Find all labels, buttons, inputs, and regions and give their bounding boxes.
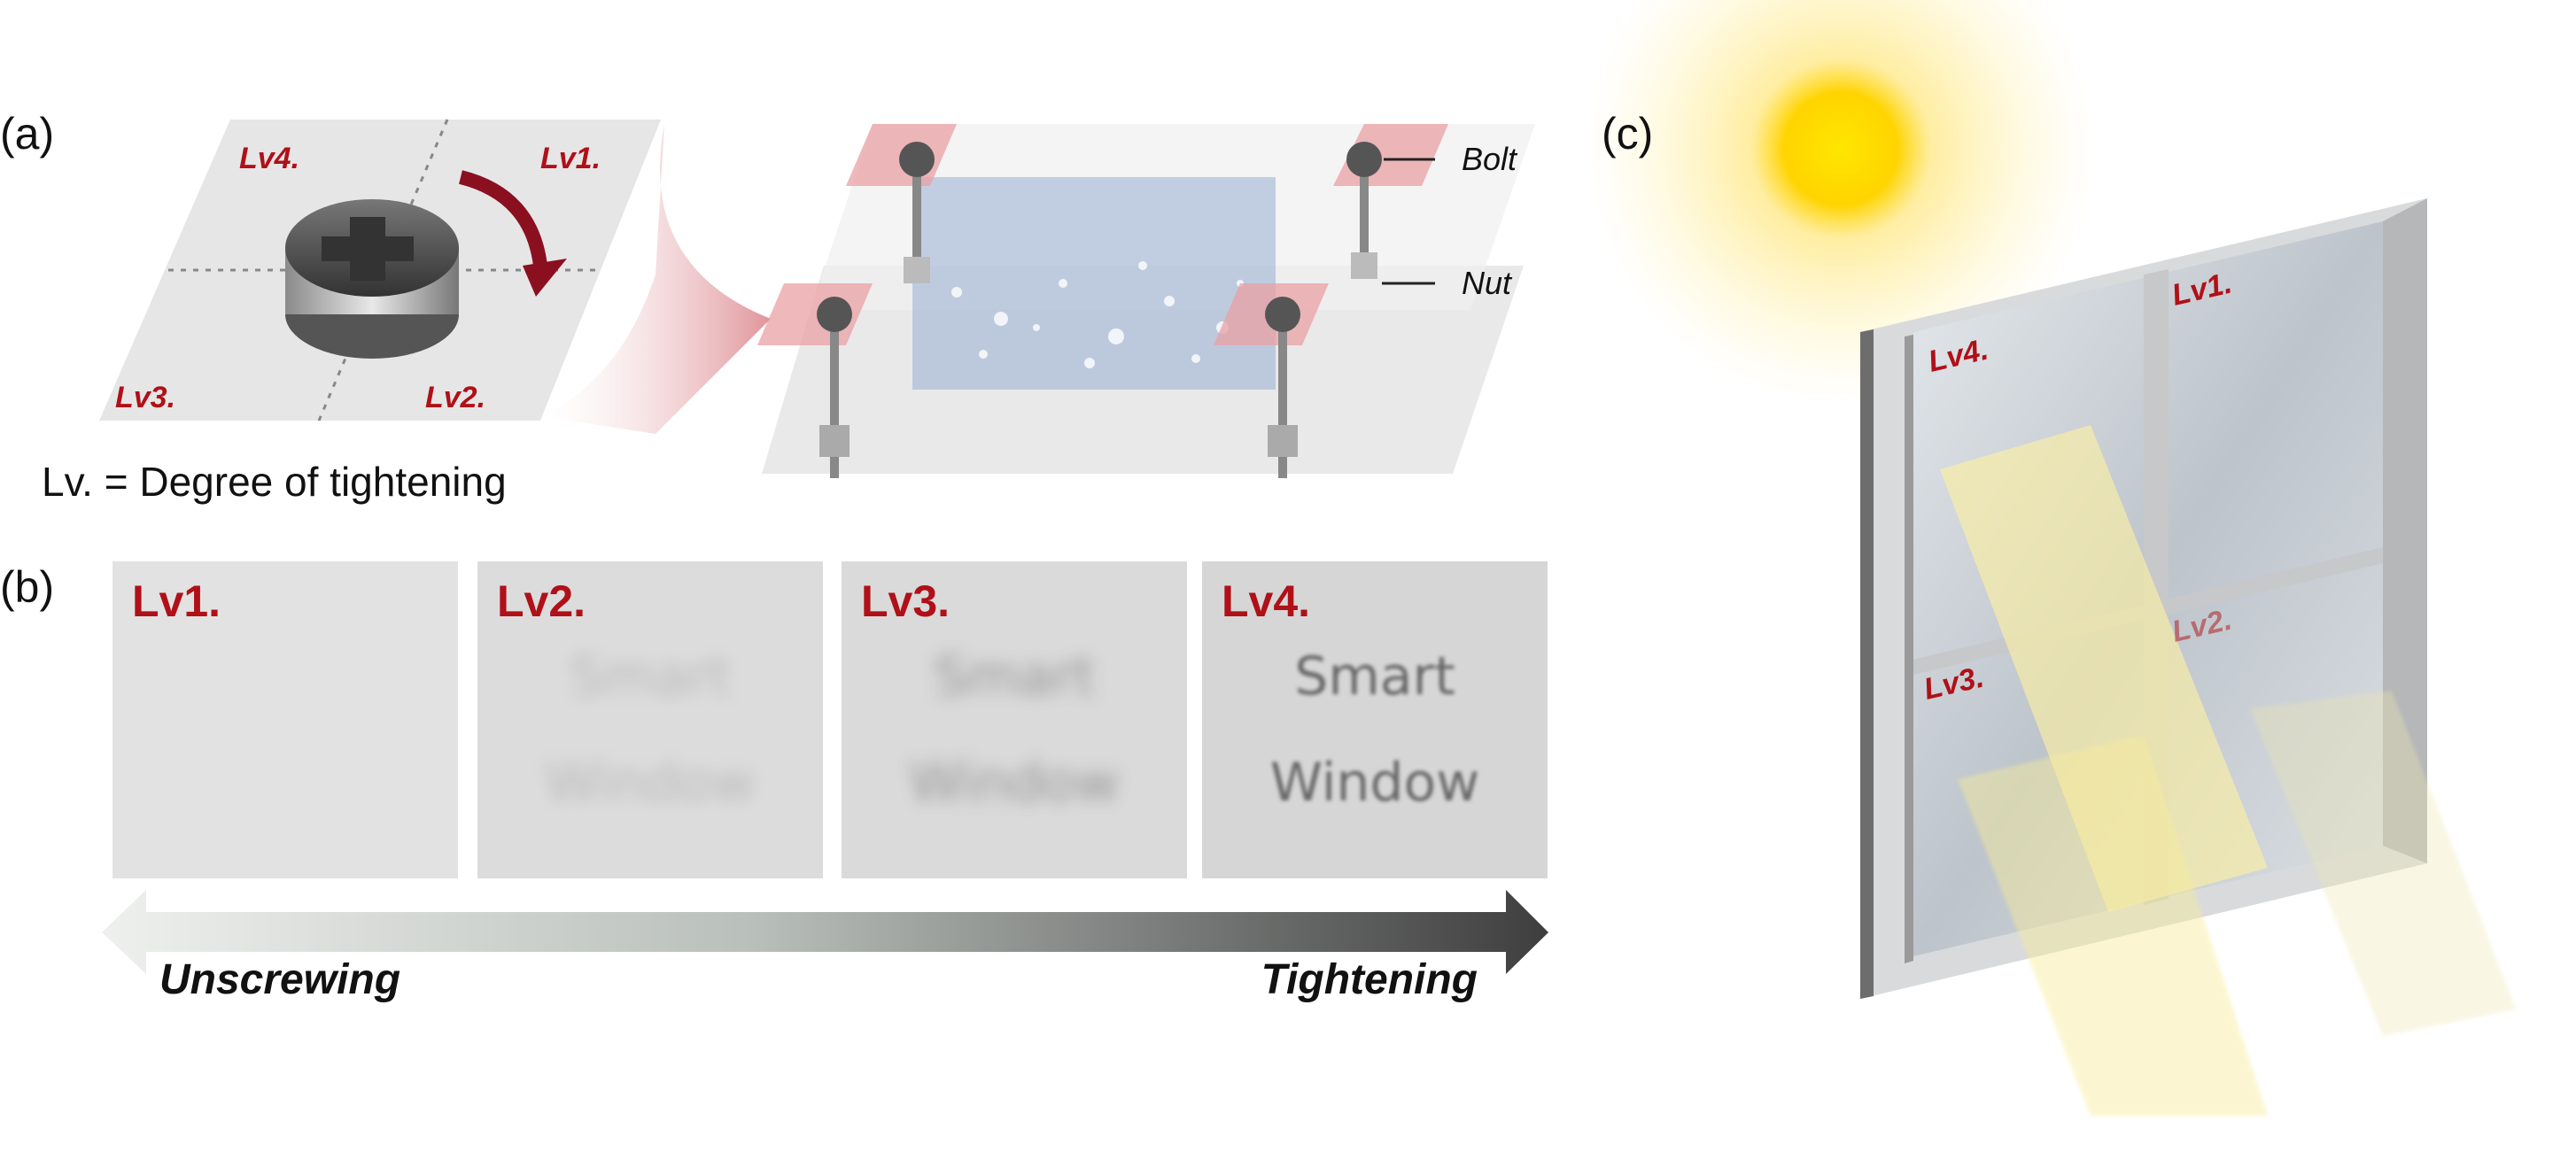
sample-hidden-text: Window xyxy=(546,752,756,814)
sample-level-label: Lv2. xyxy=(497,576,586,626)
panel-b-label: (b) xyxy=(0,562,54,612)
pointer-arrow-icon xyxy=(540,124,771,434)
tightening-label: Tightening xyxy=(1261,956,1478,1003)
device-schematic xyxy=(757,124,1535,478)
sample-background xyxy=(1202,561,1548,878)
sample-hidden-text: Window xyxy=(1270,752,1480,814)
sample-hidden-text: Smart xyxy=(570,646,731,707)
light-beam xyxy=(1958,735,2268,1116)
sample-background xyxy=(113,561,458,878)
rotation-arrow-icon xyxy=(458,170,547,267)
panel-c-label: (c) xyxy=(1602,109,1653,158)
bolt-head-icon xyxy=(285,199,459,359)
sample-hidden-text: Window xyxy=(910,752,1120,814)
panel-a: (a) Lv4. Lv1. Lv3. Lv2. Lv. = Degree of … xyxy=(0,109,1535,505)
sample-level-label: Lv3. xyxy=(861,576,950,626)
rotation-arrow-head-icon xyxy=(523,259,567,297)
tile-level-label: Lv1. xyxy=(540,142,601,175)
unscrewing-label: Unscrewing xyxy=(159,956,400,1003)
panel-c: Lv4. Lv1. Lv3. Lv2. (c) xyxy=(1584,0,2516,1116)
sample-image: SmartWindowLv1. xyxy=(113,561,458,878)
nut-label: Nut xyxy=(1462,265,1513,301)
sample-background xyxy=(842,561,1187,878)
light-beam xyxy=(2250,691,2516,1036)
direction-arrow xyxy=(102,890,1548,974)
sample-level-label: Lv4. xyxy=(1222,576,1310,626)
sample-background xyxy=(477,561,823,878)
level-legend: Lv. = Degree of tightening xyxy=(42,459,507,505)
sun-icon xyxy=(1584,0,2098,406)
sample-hidden-text: Smart xyxy=(1294,646,1455,707)
light-beam xyxy=(1940,425,2268,912)
tile-level-label: Lv2. xyxy=(425,381,485,414)
tile-level-label: Lv4. xyxy=(239,142,299,175)
bolt-label: Bolt xyxy=(1462,141,1518,177)
tile-level-label: Lv3. xyxy=(115,381,175,414)
sample-hidden-text: Smart xyxy=(934,646,1095,707)
sample-level-label: Lv1. xyxy=(132,576,221,626)
panel-b: (b) SmartWindowLv1.SmartWindowLv2.SmartW… xyxy=(0,561,1548,1003)
panel-a-label: (a) xyxy=(0,109,54,158)
